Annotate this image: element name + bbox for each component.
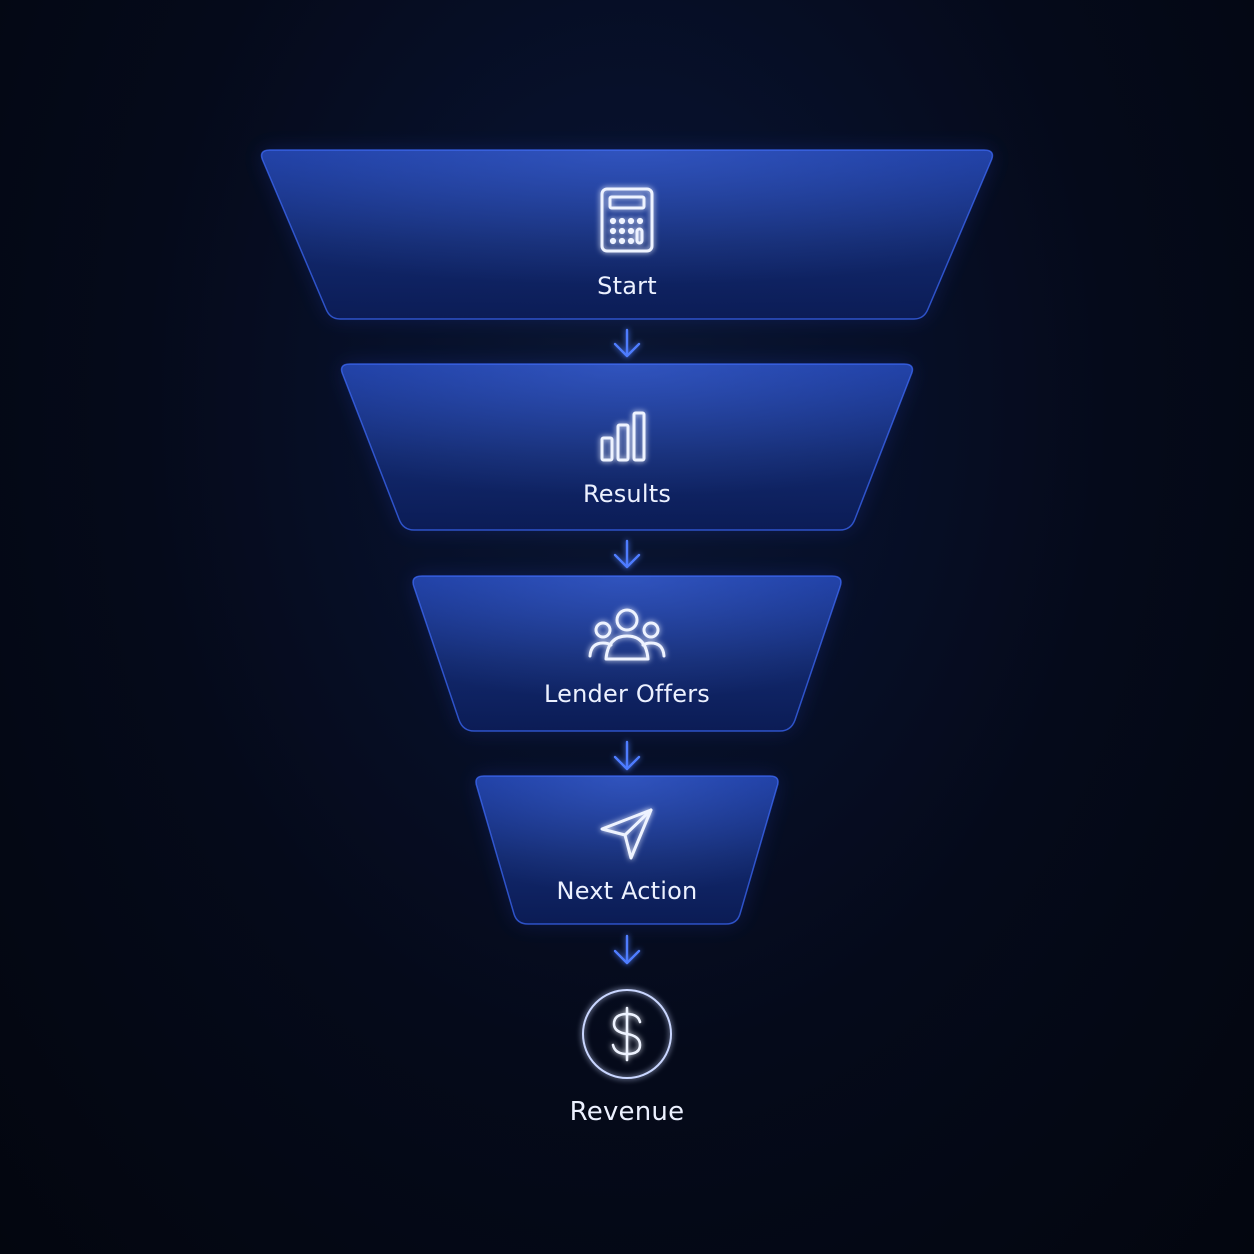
final-label-revenue: Revenue xyxy=(570,1097,685,1127)
bar-chart-icon xyxy=(600,411,646,462)
dollar-sign-icon xyxy=(611,1006,642,1062)
calculator-icon xyxy=(600,187,654,253)
flow-arrow xyxy=(613,539,641,569)
funnel-stage-next-action: Next Action xyxy=(475,775,779,925)
send-paper-plane-icon xyxy=(600,808,653,860)
dollar-circle-icon xyxy=(582,989,672,1079)
flow-arrow xyxy=(613,740,641,771)
stage-label-next-action: Next Action xyxy=(557,877,698,905)
users-group-icon xyxy=(588,608,666,661)
stage-label-start: Start xyxy=(597,272,657,300)
funnel-stage-start: Start xyxy=(260,149,994,320)
funnel-stage-lender-offers: Lender Offers xyxy=(412,575,842,732)
revenue-outcome: Revenue xyxy=(570,989,685,1127)
stage-label-results: Results xyxy=(583,480,671,508)
flow-arrow xyxy=(613,328,641,358)
funnel-stage-results: Results xyxy=(340,363,914,531)
stage-label-lender-offers: Lender Offers xyxy=(544,680,710,708)
flow-arrow xyxy=(613,934,641,965)
